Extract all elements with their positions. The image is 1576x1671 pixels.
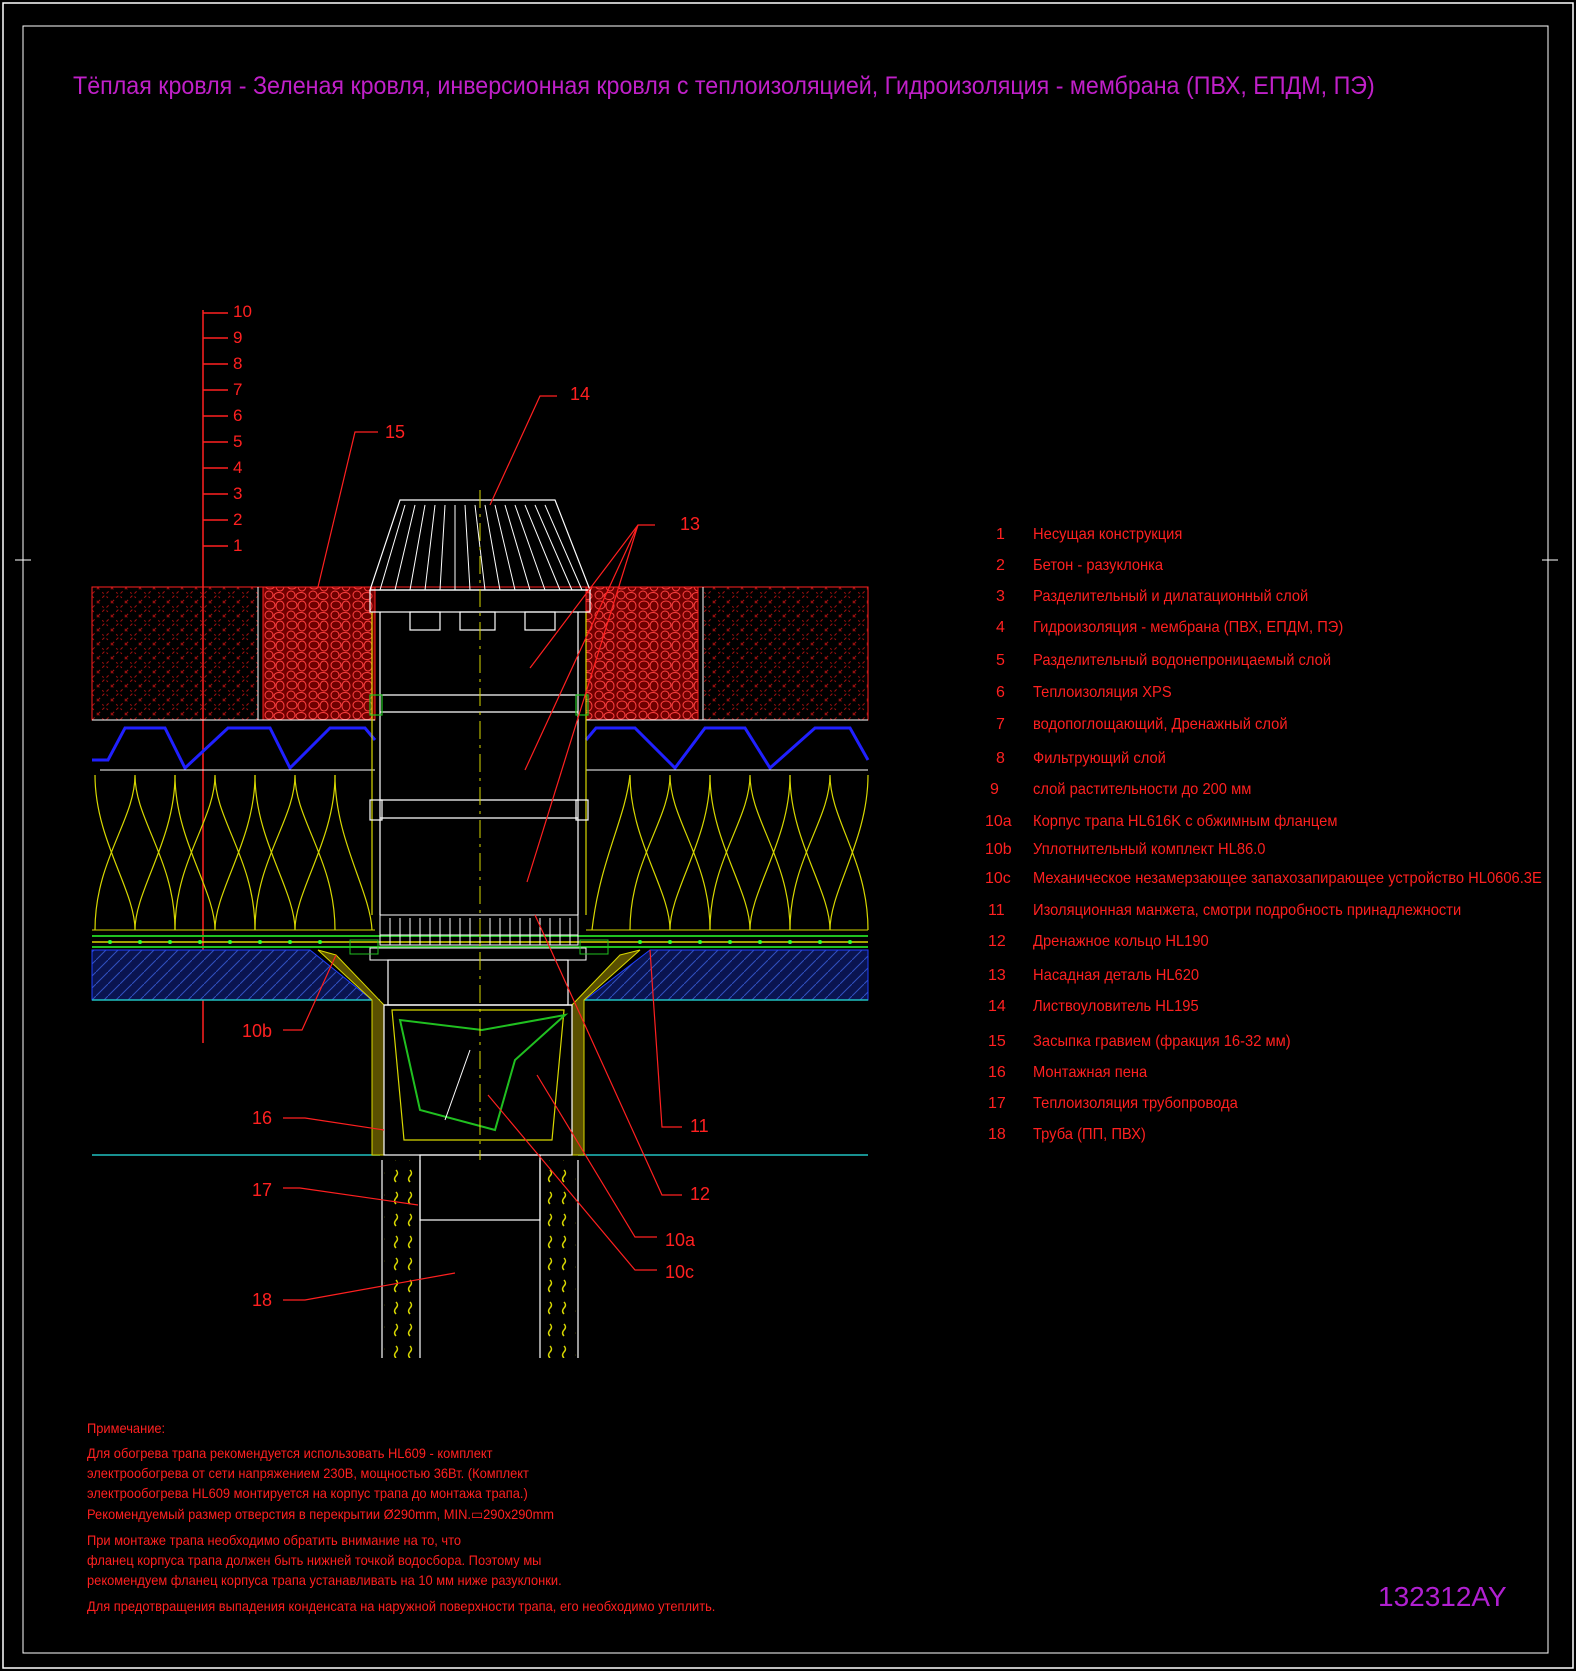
- notes-heading: Примечание:: [87, 1420, 166, 1436]
- level-marker: 7: [233, 380, 243, 399]
- legend-num: 10c: [985, 870, 1011, 887]
- legend-num: 7: [996, 716, 1005, 733]
- legend-num: 1: [996, 526, 1005, 543]
- note-line: электрообогрева HL609 монтируется на кор…: [87, 1485, 528, 1501]
- level-marker: 5: [233, 432, 243, 451]
- legend-num: 3: [996, 588, 1005, 605]
- callout-12: 12: [690, 1184, 711, 1204]
- legend-num: 11: [988, 902, 1005, 919]
- level-ticks: [203, 312, 228, 547]
- pipe-insulation-left: [384, 1160, 418, 1358]
- leader-lines: [283, 395, 682, 1301]
- outlet-pipe: [381, 1154, 579, 1358]
- legend-text: Разделительный и дилатационный слой: [1033, 588, 1309, 605]
- legend-text: Несущая конструкция: [1033, 526, 1183, 543]
- odour-trap: [398, 1013, 569, 1132]
- level-marker: 10: [233, 302, 252, 321]
- xps-insulation-right: [591, 774, 869, 931]
- note-line: Для предотвращения выпадения конденсата …: [87, 1598, 716, 1614]
- callout-14: 14: [570, 384, 591, 404]
- leaf-guard-ribs: [379, 504, 583, 591]
- legend-text: Фильтрующий слой: [1033, 750, 1166, 767]
- legend-num: 16: [988, 1064, 1006, 1081]
- note-line: рекомендуем фланец корпуса трапа устанав…: [87, 1572, 562, 1588]
- legend-num: 14: [988, 998, 1006, 1015]
- note-line: Для обогрева трапа рекомендуется использ…: [87, 1445, 493, 1461]
- callout-15: 15: [385, 422, 406, 442]
- note-line: Рекомендуемый размер отверстия в перекры…: [87, 1506, 555, 1522]
- callout-11: 11: [690, 1116, 709, 1136]
- xps-insulation-left: [94, 774, 373, 931]
- legend-text: Теплоизоляция XPS: [1033, 684, 1172, 701]
- gravel-fill-right: [585, 586, 699, 721]
- drawing-title: Тёплая кровля - Зеленая кровля, инверсио…: [73, 72, 1375, 100]
- level-marker: 8: [233, 354, 243, 373]
- note-line: При монтаже трапа необходимо обратить вн…: [87, 1532, 462, 1548]
- callout-10b: 10b: [242, 1021, 273, 1041]
- pipe-insulation-right: [542, 1160, 576, 1358]
- extension-piece: [369, 612, 589, 915]
- legend-num: 8: [996, 750, 1005, 767]
- legend-text: Разделительный водонепроницаемый слой: [1033, 652, 1332, 669]
- drainage-mat-left: [92, 726, 377, 771]
- legend-num: 2: [996, 557, 1005, 574]
- legend-text: водопоглощающий, Дренажный слой: [1033, 716, 1288, 733]
- level-marker: 4: [233, 458, 243, 477]
- legend-num: 5: [996, 652, 1005, 669]
- legend-text: Уплотнительный комплект HL86.0: [1033, 841, 1266, 858]
- soil-layer-left: [91, 586, 259, 721]
- callout-10a: 10a: [665, 1230, 696, 1250]
- drain-flange: [349, 939, 609, 961]
- legend-text: Насадная деталь HL620: [1033, 967, 1200, 984]
- legend-text: Дренажное кольцо HL190: [1033, 933, 1209, 950]
- drawing-code: 132312AY: [1378, 1581, 1507, 1612]
- inner-frame: [22, 25, 1549, 1654]
- callout-18: 18: [252, 1290, 273, 1310]
- level-marker: 2: [233, 510, 243, 529]
- legend-text: Труба (ПП, ПВХ): [1033, 1126, 1146, 1143]
- callout-10c: 10c: [665, 1262, 695, 1282]
- soil-layer-right: [702, 586, 869, 721]
- legend-text: Теплоизоляция трубопровода: [1033, 1095, 1238, 1112]
- note-line: фланец корпуса трапа должен быть нижней …: [87, 1552, 542, 1568]
- callout-16: 16: [252, 1108, 273, 1128]
- legend-text: Корпус трапа HL616K с обжимным фланцем: [1033, 813, 1338, 830]
- legend-text: Монтажная пена: [1033, 1064, 1148, 1081]
- legend-text: Засыпка гравием (фракция 16-32 мм): [1033, 1033, 1291, 1050]
- level-marker: 9: [233, 328, 243, 347]
- legend-text: слой растительности до 200 мм: [1033, 781, 1252, 798]
- drainage-ring-slots: [389, 918, 571, 945]
- note-line: электрообогрева от сети напряжением 230В…: [87, 1465, 529, 1481]
- legend-num: 4: [996, 619, 1005, 636]
- legend-num: 9: [990, 781, 999, 798]
- gravel-fill-left: [262, 586, 376, 721]
- legend-text: Гидроизоляция - мембрана (ПВХ, ЕПДМ, ПЭ): [1033, 619, 1344, 636]
- legend-text: Механическое незамерзающее запахозапираю…: [1033, 870, 1542, 887]
- legend-num: 17: [988, 1095, 1006, 1112]
- drainage-ring: [379, 914, 579, 946]
- level-marker: 1: [233, 536, 243, 555]
- legend-num: 12: [988, 933, 1006, 950]
- level-marker: 6: [233, 406, 243, 425]
- drainage-mat-right: [584, 726, 870, 771]
- legend-num: 10a: [985, 813, 1012, 830]
- level-marker: 3: [233, 484, 243, 503]
- callout-13: 13: [680, 514, 701, 534]
- legend-num: 15: [988, 1033, 1006, 1050]
- legend-num: 18: [988, 1126, 1006, 1143]
- legend-num: 6: [996, 684, 1005, 701]
- legend-text: Листвоуловитель HL195: [1033, 998, 1199, 1015]
- callout-17: 17: [252, 1180, 273, 1200]
- legend-num: 10b: [985, 841, 1012, 858]
- legend-text: Изоляционная манжета, смотри подробность…: [1033, 902, 1462, 919]
- membrane-dots: [108, 940, 852, 944]
- legend-num: 13: [988, 967, 1006, 984]
- legend-text: Бетон - разуклонка: [1033, 557, 1164, 574]
